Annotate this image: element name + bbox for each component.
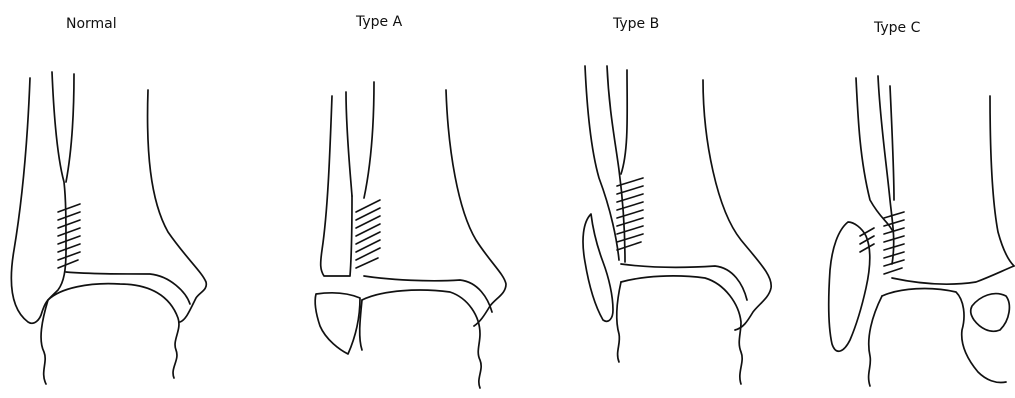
type-c-ankle-drawing (800, 0, 1015, 398)
panel-type-b: Type B (555, 0, 785, 398)
normal-tibial-plafond (66, 272, 190, 304)
type-c-syndesmosis-hatching (860, 212, 904, 274)
normal-ankle-drawing (0, 0, 250, 398)
normal-syndesmosis-hatching (58, 204, 80, 268)
type-a-tibia-lateral-outline (364, 82, 374, 198)
normal-fibula-lateral-outline (11, 78, 66, 323)
type-c-tibia-medial-outline (990, 96, 1014, 266)
type-a-talus-dome (362, 290, 481, 388)
panel-type-c: Type C (800, 0, 1015, 398)
type-a-ankle-drawing (290, 0, 540, 398)
type-c-tibia-lateral-outline (890, 86, 894, 200)
type-c-medial-fragment (971, 294, 1010, 332)
type-b-fibula-lateral-outline (585, 66, 619, 260)
type-a-fibula-fragment (315, 293, 360, 354)
type-b-ankle-drawing (555, 0, 785, 398)
type-b-fibula-fragment (583, 214, 613, 321)
type-c-talus-lateral (869, 296, 882, 386)
type-b-talus-lateral (617, 282, 621, 362)
type-a-syndesmosis-hatching (356, 200, 380, 268)
type-c-fibula-lateral-outline (856, 78, 892, 230)
normal-tibia-medial-outline (148, 90, 207, 322)
type-a-fibula-medial-outline (346, 92, 352, 196)
normal-talus-dome (48, 284, 179, 378)
panel-type-a: Type A (290, 0, 540, 398)
type-c-talus-dome (882, 289, 1006, 383)
type-b-tibia-lateral-outline (621, 70, 627, 174)
normal-tibia-lateral-outline (66, 74, 74, 182)
type-a-tibia-medial-outline (446, 90, 506, 326)
panel-normal: Normal (0, 0, 250, 398)
type-c-tibial-plafond (892, 266, 1014, 284)
type-b-talus-dome (621, 276, 742, 384)
normal-fibula-medial-outline (52, 72, 66, 250)
type-b-tibia-medial-outline (703, 80, 771, 330)
